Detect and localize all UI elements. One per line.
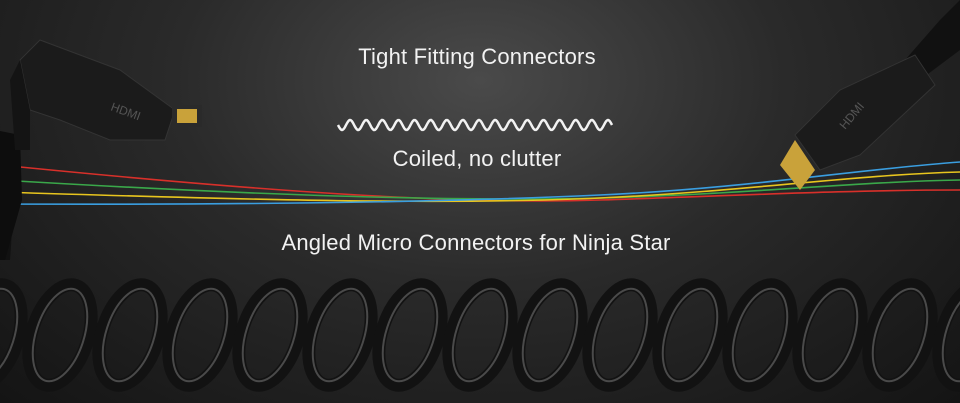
- coil-loop: [652, 278, 728, 392]
- coil-loop: [582, 278, 658, 392]
- coil-highlight: [381, 287, 439, 383]
- colored-lines: [0, 161, 960, 205]
- coil-highlight: [451, 287, 509, 383]
- blue-line: [0, 161, 960, 205]
- coil-highlight: [871, 287, 929, 383]
- coil-highlight: [521, 287, 579, 383]
- coil-loop: [932, 278, 960, 392]
- coil-loop: [862, 278, 938, 392]
- coil-highlight: [941, 287, 960, 383]
- headline-middle: Coiled, no clutter: [392, 146, 562, 171]
- headline-top: Tight Fitting Connectors: [358, 44, 596, 69]
- wave-icon: [336, 118, 614, 132]
- yellow-line: [0, 171, 960, 203]
- coil-highlight: [241, 287, 299, 383]
- red-line: [0, 164, 960, 202]
- coil-highlight: [801, 287, 859, 383]
- coil-highlight: [591, 287, 649, 383]
- coil-loop: [722, 278, 798, 392]
- right-connector: HDMI: [780, 0, 960, 190]
- coil-highlight: [31, 287, 89, 383]
- coiled-cable: [0, 278, 960, 392]
- coil-loop: [792, 278, 868, 392]
- coil-highlight: [0, 287, 19, 383]
- coil-highlight: [661, 287, 719, 383]
- coil-highlight: [101, 287, 159, 383]
- headline-bottom: Angled Micro Connectors for Ninja Star: [281, 230, 671, 255]
- coil-loop: [302, 278, 378, 392]
- coil-loop: [232, 278, 308, 392]
- coil-highlight: [171, 287, 229, 383]
- coil-loop: [372, 278, 448, 392]
- coil-highlight: [311, 287, 369, 383]
- coil-loop: [92, 278, 168, 392]
- left-angled-connector: HDMI: [0, 39, 202, 260]
- coil-loop: [0, 278, 28, 392]
- coil-loop: [442, 278, 518, 392]
- coil-loop: [512, 278, 588, 392]
- coil-loop: [22, 278, 98, 392]
- coil-loop: [162, 278, 238, 392]
- coil-highlight: [731, 287, 789, 383]
